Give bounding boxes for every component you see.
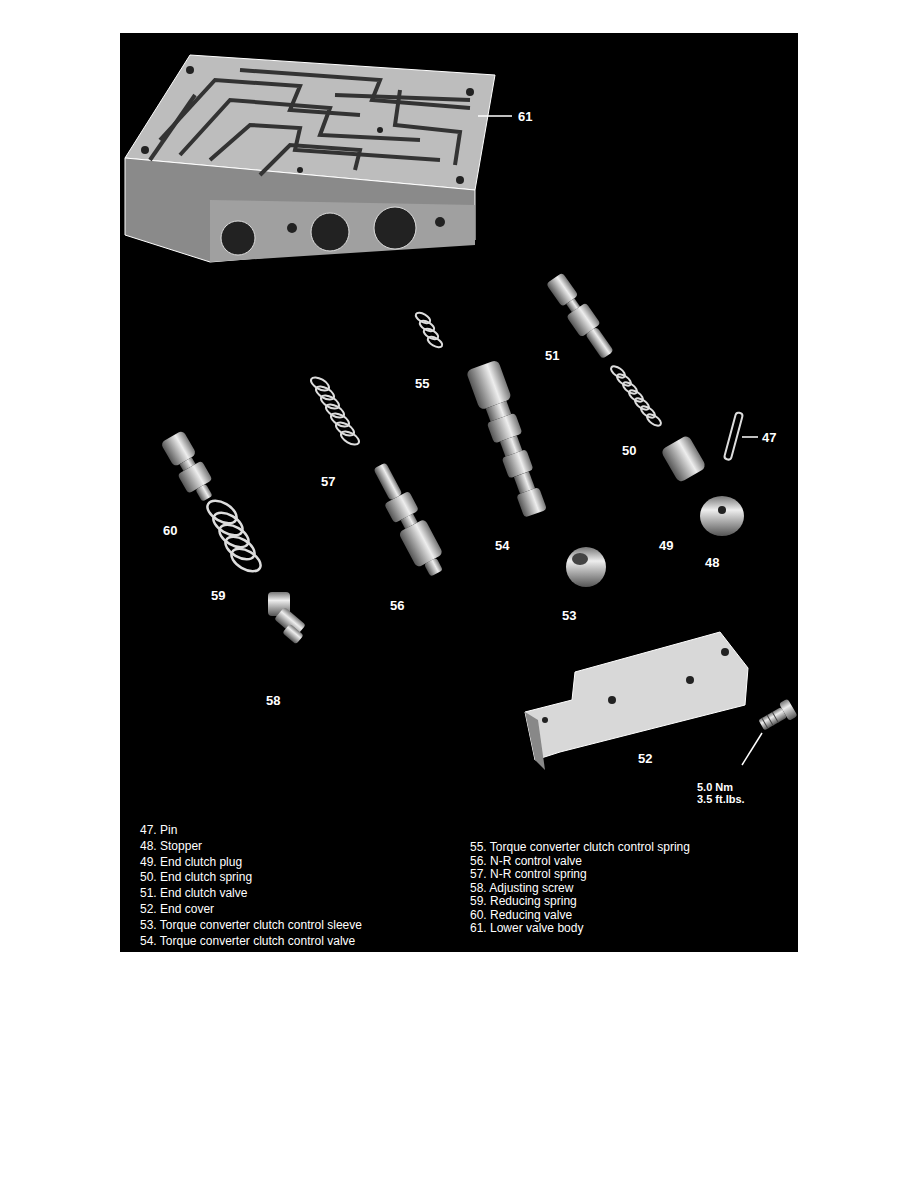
spring [414,311,444,350]
callout-number: 55 [415,376,429,391]
callout-number: 57 [321,474,335,489]
parts-list-item: 56. N-R control valve [470,855,582,868]
callout-number: 53 [562,608,576,623]
background-panel [120,33,798,952]
spring [309,375,361,448]
parts-list-item: 47. Pin [140,824,177,837]
plug [660,434,707,483]
valve-part [159,429,219,505]
parts-list-item: 58. Adjusting screw [470,882,573,895]
torque-spec: 5.0 Nm [697,781,733,793]
parts-list-item: 50. End clutch spring [140,871,252,884]
parts-list-item: 48. Stopper [140,840,202,853]
callout-number: 49 [659,538,673,553]
end-cover [525,632,748,770]
valve-body [125,55,512,262]
spring [204,496,265,576]
parts-list-item: 61. Lower valve body [470,922,583,935]
callout-number: 54 [495,538,509,553]
torque-spec: 3.5 ft.lbs. [697,793,745,805]
callout-number: 47 [762,430,776,445]
callout-number: 59 [211,588,225,603]
parts-list-item: 49. End clutch plug [140,856,242,869]
callout-number: 58 [266,693,280,708]
valve-part [466,359,552,519]
parts-list-item: 57. N-R control spring [470,868,587,881]
stopper [700,496,744,536]
parts-list-item: 51. End clutch valve [140,887,247,900]
valve-part [366,459,450,581]
bolt [756,699,797,734]
callout-number: 61 [518,109,532,124]
parts-list-item: 54. Torque converter clutch control valv… [140,935,355,948]
parts-list-item: 55. Torque converter clutch control spri… [470,841,690,854]
spring [609,364,663,428]
callout-number: 50 [622,443,636,458]
adjusting-screw [268,592,306,644]
parts-list-item: 59. Reducing spring [470,895,577,908]
sleeve [566,547,606,587]
callout-number: 60 [163,523,177,538]
callout-number: 51 [545,348,559,363]
parts-list-item: 53. Torque converter clutch control slee… [140,919,362,932]
parts-list-item: 52. End cover [140,903,214,916]
valve-part [544,271,618,362]
pin [724,412,758,460]
callout-number: 48 [705,555,719,570]
callout-number: 56 [390,598,404,613]
parts-list-item: 60. Reducing valve [470,909,572,922]
callout-number: 52 [638,751,652,766]
